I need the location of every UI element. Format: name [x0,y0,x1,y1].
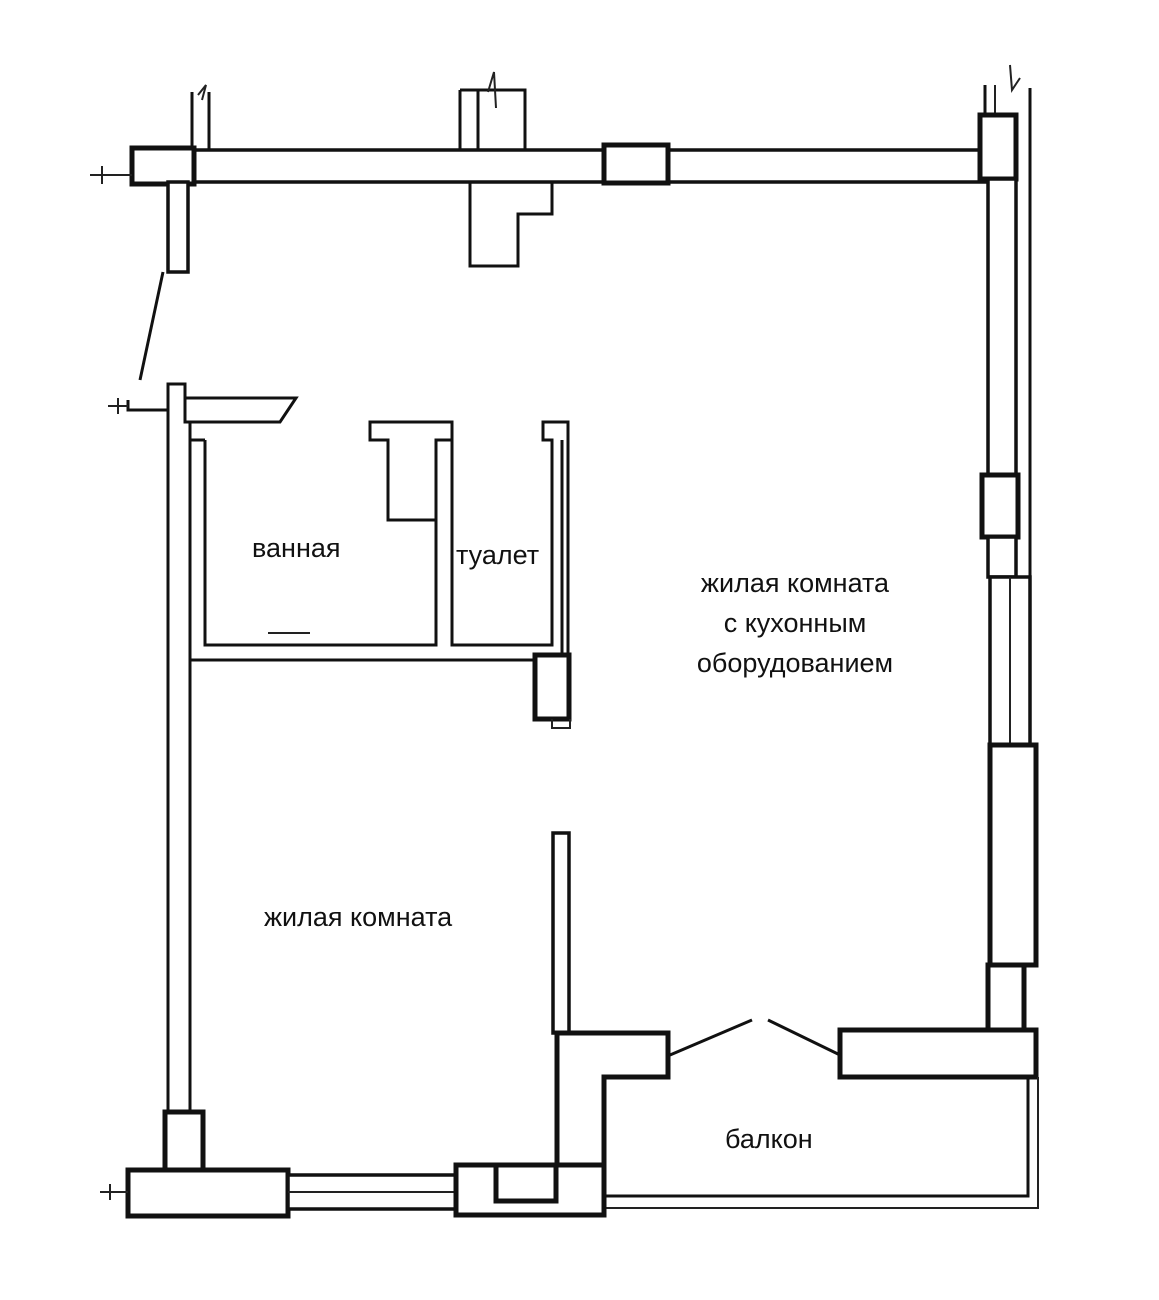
balcony-railing [605,1077,1039,1209]
entry-door [138,271,165,381]
partition-wall [551,831,671,1218]
living-kitchen-line-1: жилая комната [700,568,890,598]
living-kitchen-line-3: оборудованием [696,648,894,678]
bottom-wall [100,1109,607,1219]
living-room-label: жилая комната [264,902,453,932]
balcony-door [669,1018,1039,1080]
balcony-label: балкон [725,1124,813,1154]
top-stub-walls [190,71,527,152]
bathroom-label: ванная [252,533,341,563]
top-wall [90,142,987,187]
right-wall [977,64,1039,1033]
living-kitchen-label: жилая комната с кухонным оборудованием [650,563,940,683]
living-kitchen-line-2: с кухонным [723,608,867,638]
ventilation-shaft [468,182,554,268]
central-walls [108,382,572,1112]
left-upper-wall [166,180,190,274]
toilet-label: туалет [456,540,540,570]
